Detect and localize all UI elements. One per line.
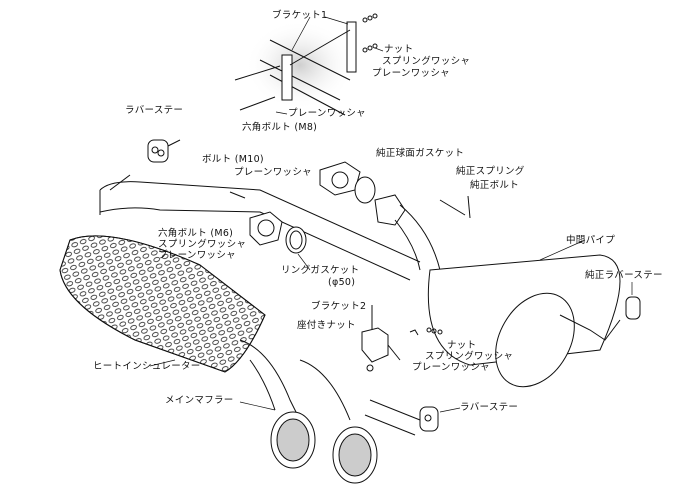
label-rubber-stay-top: ラバーステー	[125, 105, 184, 116]
label-rubber-stay-bottom: ラバーステー	[460, 402, 519, 413]
label-hex-bolt-m6: 六角ボルト (M6)	[158, 228, 234, 239]
tail-pipes	[239, 339, 421, 484]
leader-lines	[149, 16, 633, 413]
rubber-stay-bottom-part	[419, 406, 439, 432]
label-plain-washer-mid: プレーンワッシャ	[412, 362, 490, 373]
label-oem-bolt: 純正ボルト	[470, 180, 520, 191]
flange-and-gasket	[229, 191, 307, 254]
label-heat-insulator: ヒートインシュレーター	[93, 361, 201, 372]
label-main-muffler: メインマフラー	[165, 395, 234, 406]
label-oem-rubber-stay: 純正ラバーステー	[585, 270, 663, 281]
label-bracket1: ブラケット1	[272, 10, 328, 21]
label-ring-gasket-size: (φ50)	[328, 277, 356, 288]
bracket1-assembly	[234, 13, 378, 116]
label-hex-bolt-m8: 六角ボルト (M8)	[242, 122, 318, 133]
label-spring-washer-m6: スプリングワッシャ	[158, 239, 247, 250]
label-plain-washer-top: プレーンワッシャ	[372, 68, 450, 79]
label-spring-washer-top: スプリングワッシャ	[382, 56, 471, 67]
label-nut-mid: ナット	[447, 340, 477, 351]
label-plain-washer-m10: プレーンワッシャ	[234, 167, 312, 178]
main-muffler-pipe	[99, 181, 421, 281]
label-oem-spherical-gasket: 純正球面ガスケット	[376, 148, 465, 159]
bracket2-part	[361, 305, 443, 372]
label-center-pipe: 中間パイプ	[566, 235, 616, 246]
center-pipe-part	[319, 161, 641, 388]
label-spring-washer-mid: スプリングワッシャ	[425, 351, 514, 362]
label-oem-spring: 純正スプリング	[456, 166, 525, 177]
heat-insulator-part	[59, 235, 266, 373]
rubber-stay-top-part	[109, 139, 181, 191]
label-nut-top: ナット	[384, 44, 414, 55]
label-bracket2: ブラケット2	[311, 301, 367, 312]
label-seated-nut: 座付きナット	[297, 320, 356, 331]
label-plain-washer-m8: プレーンワッシャ	[288, 108, 366, 119]
label-ring-gasket: リングガスケット	[281, 265, 360, 276]
label-bolt-m10: ボルト (M10)	[202, 154, 264, 165]
label-plain-washer-m6: プレーンワッシャ	[158, 250, 236, 261]
